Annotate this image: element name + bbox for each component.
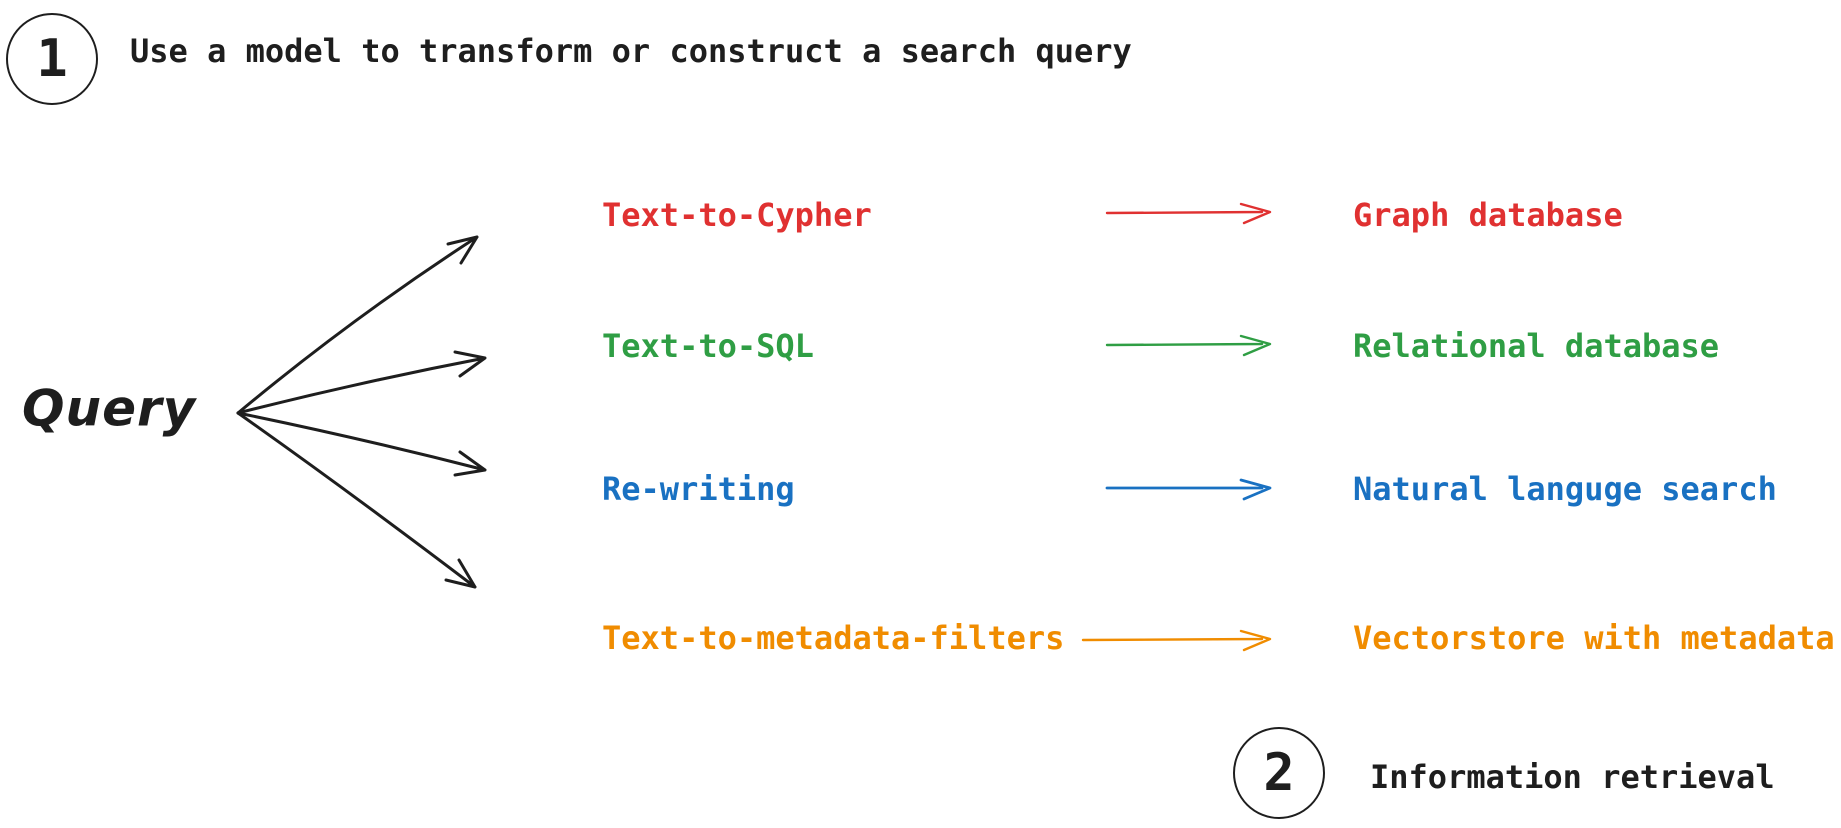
step-1-number: 1	[36, 29, 68, 89]
method-text-to-sql: Text-to-SQL	[602, 327, 814, 365]
step-1-label: Use a model to transform or construct a …	[130, 32, 1132, 70]
step-2-circle: 2	[1233, 727, 1325, 819]
step-2-label: Information retrieval	[1370, 758, 1775, 796]
method-text-to-cypher: Text-to-Cypher	[602, 196, 872, 234]
target-graph-database: Graph database	[1353, 196, 1623, 234]
arrow-text-to-cypher	[1105, 202, 1272, 225]
target-relational-database: Relational database	[1353, 327, 1720, 365]
query-node: Query	[22, 379, 197, 438]
fan-arrow-2	[236, 350, 487, 415]
arrow-text-to-metadata-filters	[1081, 629, 1272, 652]
target-vectorstore-with-metadata: Vectorstore with metadata	[1353, 619, 1835, 657]
step-1-circle: 1	[6, 13, 98, 105]
method-text-to-metadata-filters: Text-to-metadata-filters	[602, 619, 1065, 657]
target-natural-language-search: Natural languge search	[1353, 470, 1777, 508]
method-re-writing: Re-writing	[602, 470, 795, 508]
step-2-number: 2	[1263, 743, 1295, 803]
fan-arrow-1	[236, 235, 479, 415]
fan-arrow-4	[236, 411, 477, 589]
arrow-re-writing	[1105, 478, 1272, 501]
arrow-text-to-sql	[1105, 334, 1272, 357]
query-fan-arrows	[236, 235, 487, 589]
fan-arrow-3	[236, 411, 487, 477]
